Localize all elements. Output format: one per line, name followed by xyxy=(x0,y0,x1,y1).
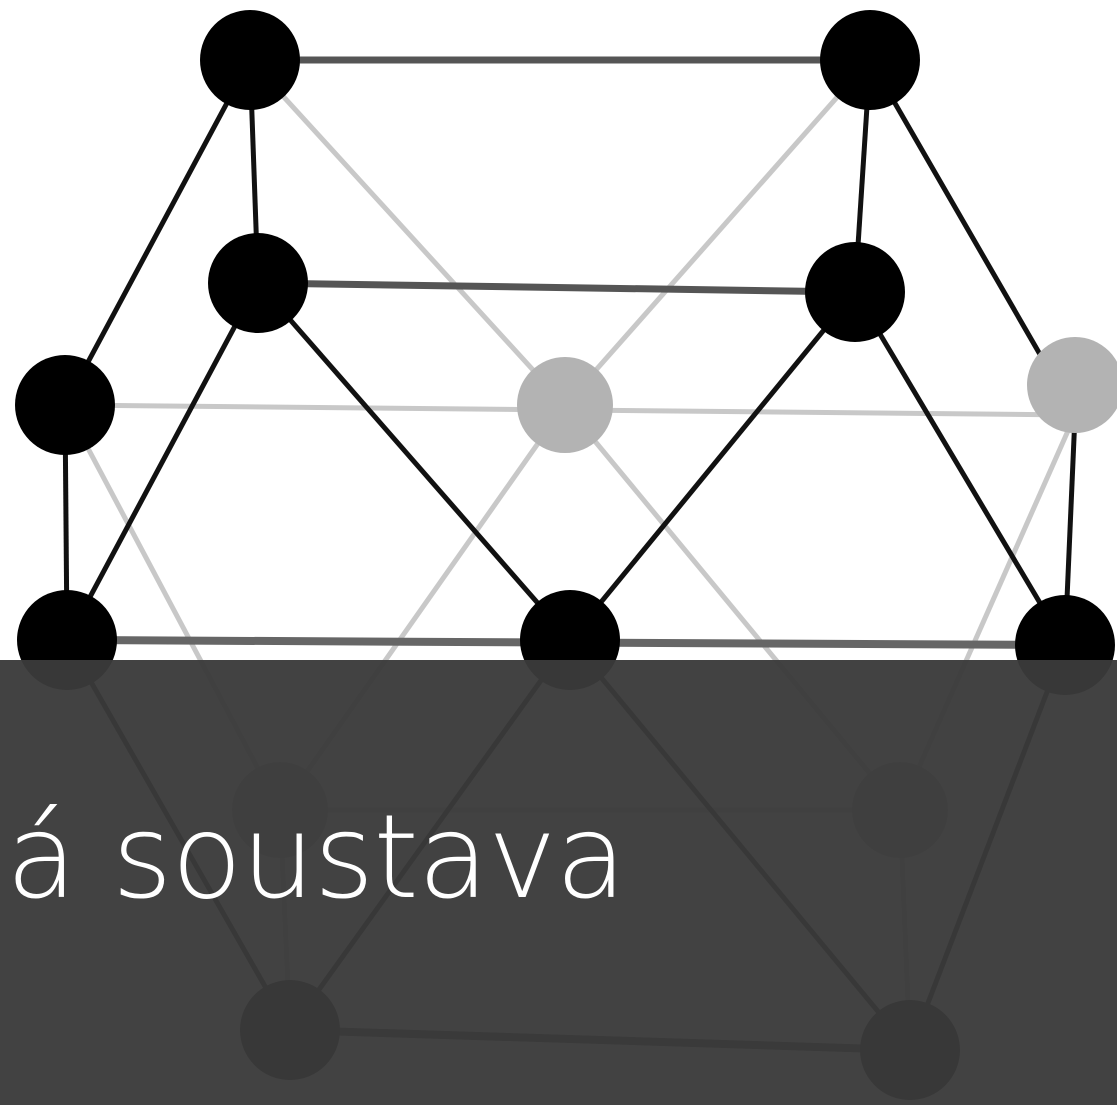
atom xyxy=(805,242,905,342)
slide-title: á soustava xyxy=(6,790,627,925)
bond xyxy=(62,58,253,407)
bond xyxy=(568,290,857,642)
atom xyxy=(15,355,115,455)
atom-back xyxy=(517,357,613,453)
bond xyxy=(64,281,261,642)
atom-back xyxy=(1027,337,1117,433)
bond xyxy=(256,281,572,642)
bond xyxy=(563,58,872,407)
bond xyxy=(257,279,856,296)
atom xyxy=(820,10,920,110)
atom xyxy=(200,10,300,110)
atom xyxy=(208,233,308,333)
title-band xyxy=(0,660,1117,1105)
bond xyxy=(852,290,1068,647)
bond xyxy=(248,58,567,407)
